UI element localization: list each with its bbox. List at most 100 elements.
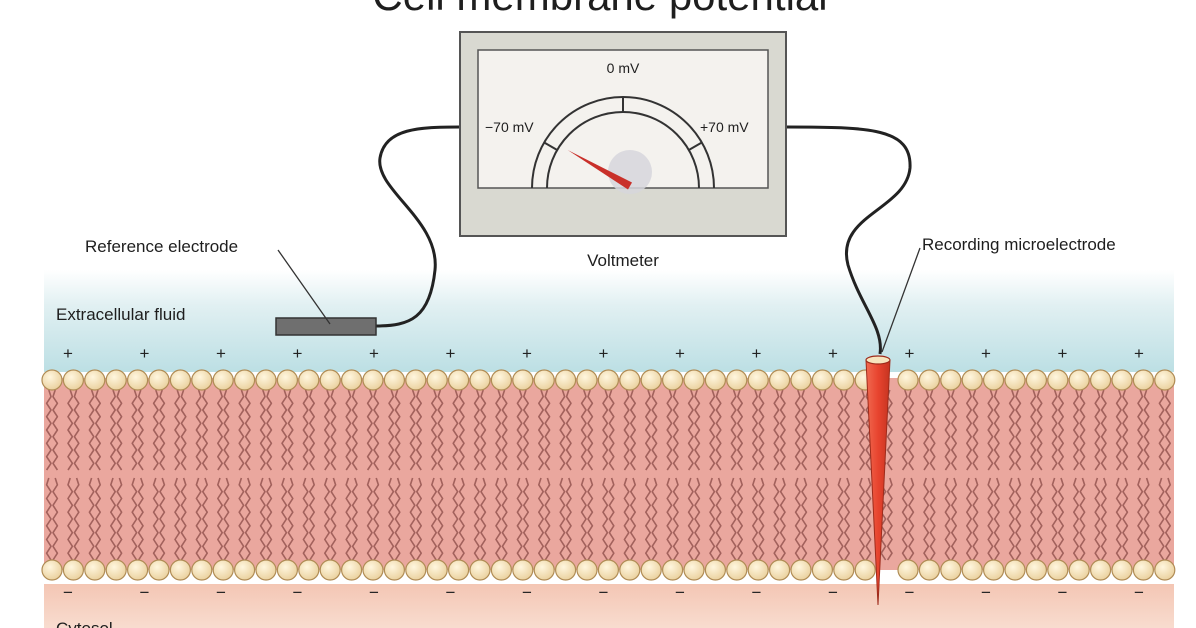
lipid-tail [1030, 389, 1037, 471]
lipid-tail [259, 477, 266, 561]
lipid-head [362, 369, 384, 391]
lipid-head [319, 559, 341, 581]
lipid-tail [458, 389, 465, 471]
lipid-tail [330, 389, 337, 471]
lipid-tail [1073, 389, 1079, 471]
reference-electrode [275, 317, 377, 336]
lipid-head [683, 369, 705, 391]
lipid-head [383, 369, 405, 391]
lipid-tail [886, 477, 893, 561]
lipid-head [148, 559, 170, 581]
lipid-head [148, 369, 170, 391]
lipid-tail [67, 389, 74, 471]
lipid-tail [281, 477, 288, 561]
lipid-tail [238, 477, 245, 561]
lipid-tail [651, 477, 658, 561]
lipid-tail [345, 477, 352, 561]
lipid-tail [501, 389, 508, 471]
lipid-head [790, 369, 812, 391]
lipid-head [362, 559, 384, 581]
lipid-tail [244, 477, 251, 561]
lipid-tail [966, 389, 972, 471]
lipid-tail [737, 477, 743, 561]
positive-charges: +++++++++++++++ [63, 344, 1144, 363]
lipid-tail [944, 477, 951, 561]
extracellular-fluid-region [44, 270, 1174, 372]
positive-charge: + [1134, 344, 1144, 363]
lipid-head [1047, 369, 1069, 391]
lipid-head [854, 559, 876, 581]
lipid-tail [180, 477, 187, 561]
lipid-head [1154, 559, 1176, 581]
lipid-tail [223, 389, 230, 471]
lipid-tail [174, 389, 181, 471]
lipid-tail [116, 389, 123, 471]
lipid-tail [993, 477, 1000, 561]
lipid-tail [773, 389, 780, 471]
lipid-tail [88, 477, 95, 561]
lipid-tail [180, 389, 187, 471]
lipid-tail [794, 389, 801, 471]
lipid-tail [901, 389, 908, 471]
page-title: Cell membrane potential [372, 0, 827, 19]
dial-tick [543, 141, 558, 151]
lipid-head [105, 369, 127, 391]
lipid-tail [630, 389, 636, 471]
lipid-tail [217, 477, 223, 561]
lipid-tail [437, 477, 444, 561]
lipid-tail [1094, 477, 1101, 561]
lipid-tail [1036, 477, 1043, 561]
lipid-head [961, 369, 983, 391]
lipid-tail [844, 477, 850, 561]
recording-microelectrode-label: Recording microelectrode [922, 235, 1116, 254]
lipid-tail [1165, 477, 1171, 561]
voltmeter-ticks [543, 97, 703, 151]
lipid-tail [1079, 477, 1086, 561]
lipid-tail [345, 389, 352, 471]
lipid-head [84, 559, 106, 581]
voltmeter-dial-arc-inner [546, 111, 700, 189]
lipid-tail [1051, 389, 1058, 471]
lipid-tails [45, 389, 1171, 561]
lipid-head [1068, 369, 1090, 391]
reference-leader [277, 249, 331, 325]
lipid-head [212, 369, 234, 391]
lipid-head [768, 369, 791, 391]
lipid-head [640, 369, 662, 391]
lipid-head [341, 369, 363, 391]
lipid-tail [1100, 389, 1107, 471]
lipid-head [448, 369, 470, 391]
lipid-tail [730, 389, 737, 471]
lipid-head [833, 369, 855, 391]
positive-charge: + [63, 344, 73, 363]
lipid-head [512, 369, 534, 391]
lipid-tail [608, 477, 615, 561]
lipid-tail [801, 389, 808, 471]
lipid-head [1025, 369, 1048, 391]
positive-charge: + [752, 344, 762, 363]
lipid-tail [1122, 389, 1129, 471]
positive-charge: + [981, 344, 991, 363]
lipid-tail [645, 389, 651, 471]
lipid-tail [266, 477, 273, 561]
lipid-tail [559, 389, 566, 471]
lipid-tail [281, 389, 288, 471]
lipid-head [255, 559, 277, 581]
lipid-tail [1137, 389, 1144, 471]
lipid-tail [452, 389, 459, 471]
lipid-tail [394, 477, 401, 561]
lipid-head [811, 369, 834, 391]
lipid-tail [923, 389, 930, 471]
lipid-tail [694, 477, 701, 561]
lipid-head [533, 369, 555, 391]
lipid-tail [351, 477, 358, 561]
lipid-head [747, 559, 769, 581]
lipid-tail [159, 389, 166, 471]
lipid-tail [715, 389, 722, 471]
positive-charge: + [828, 344, 838, 363]
lipid-tail [951, 389, 957, 471]
lipid-tail [822, 477, 829, 561]
lipid-tail [523, 389, 529, 471]
voltmeter-label: Voltmeter [587, 251, 659, 270]
lipid-tail [630, 477, 636, 561]
